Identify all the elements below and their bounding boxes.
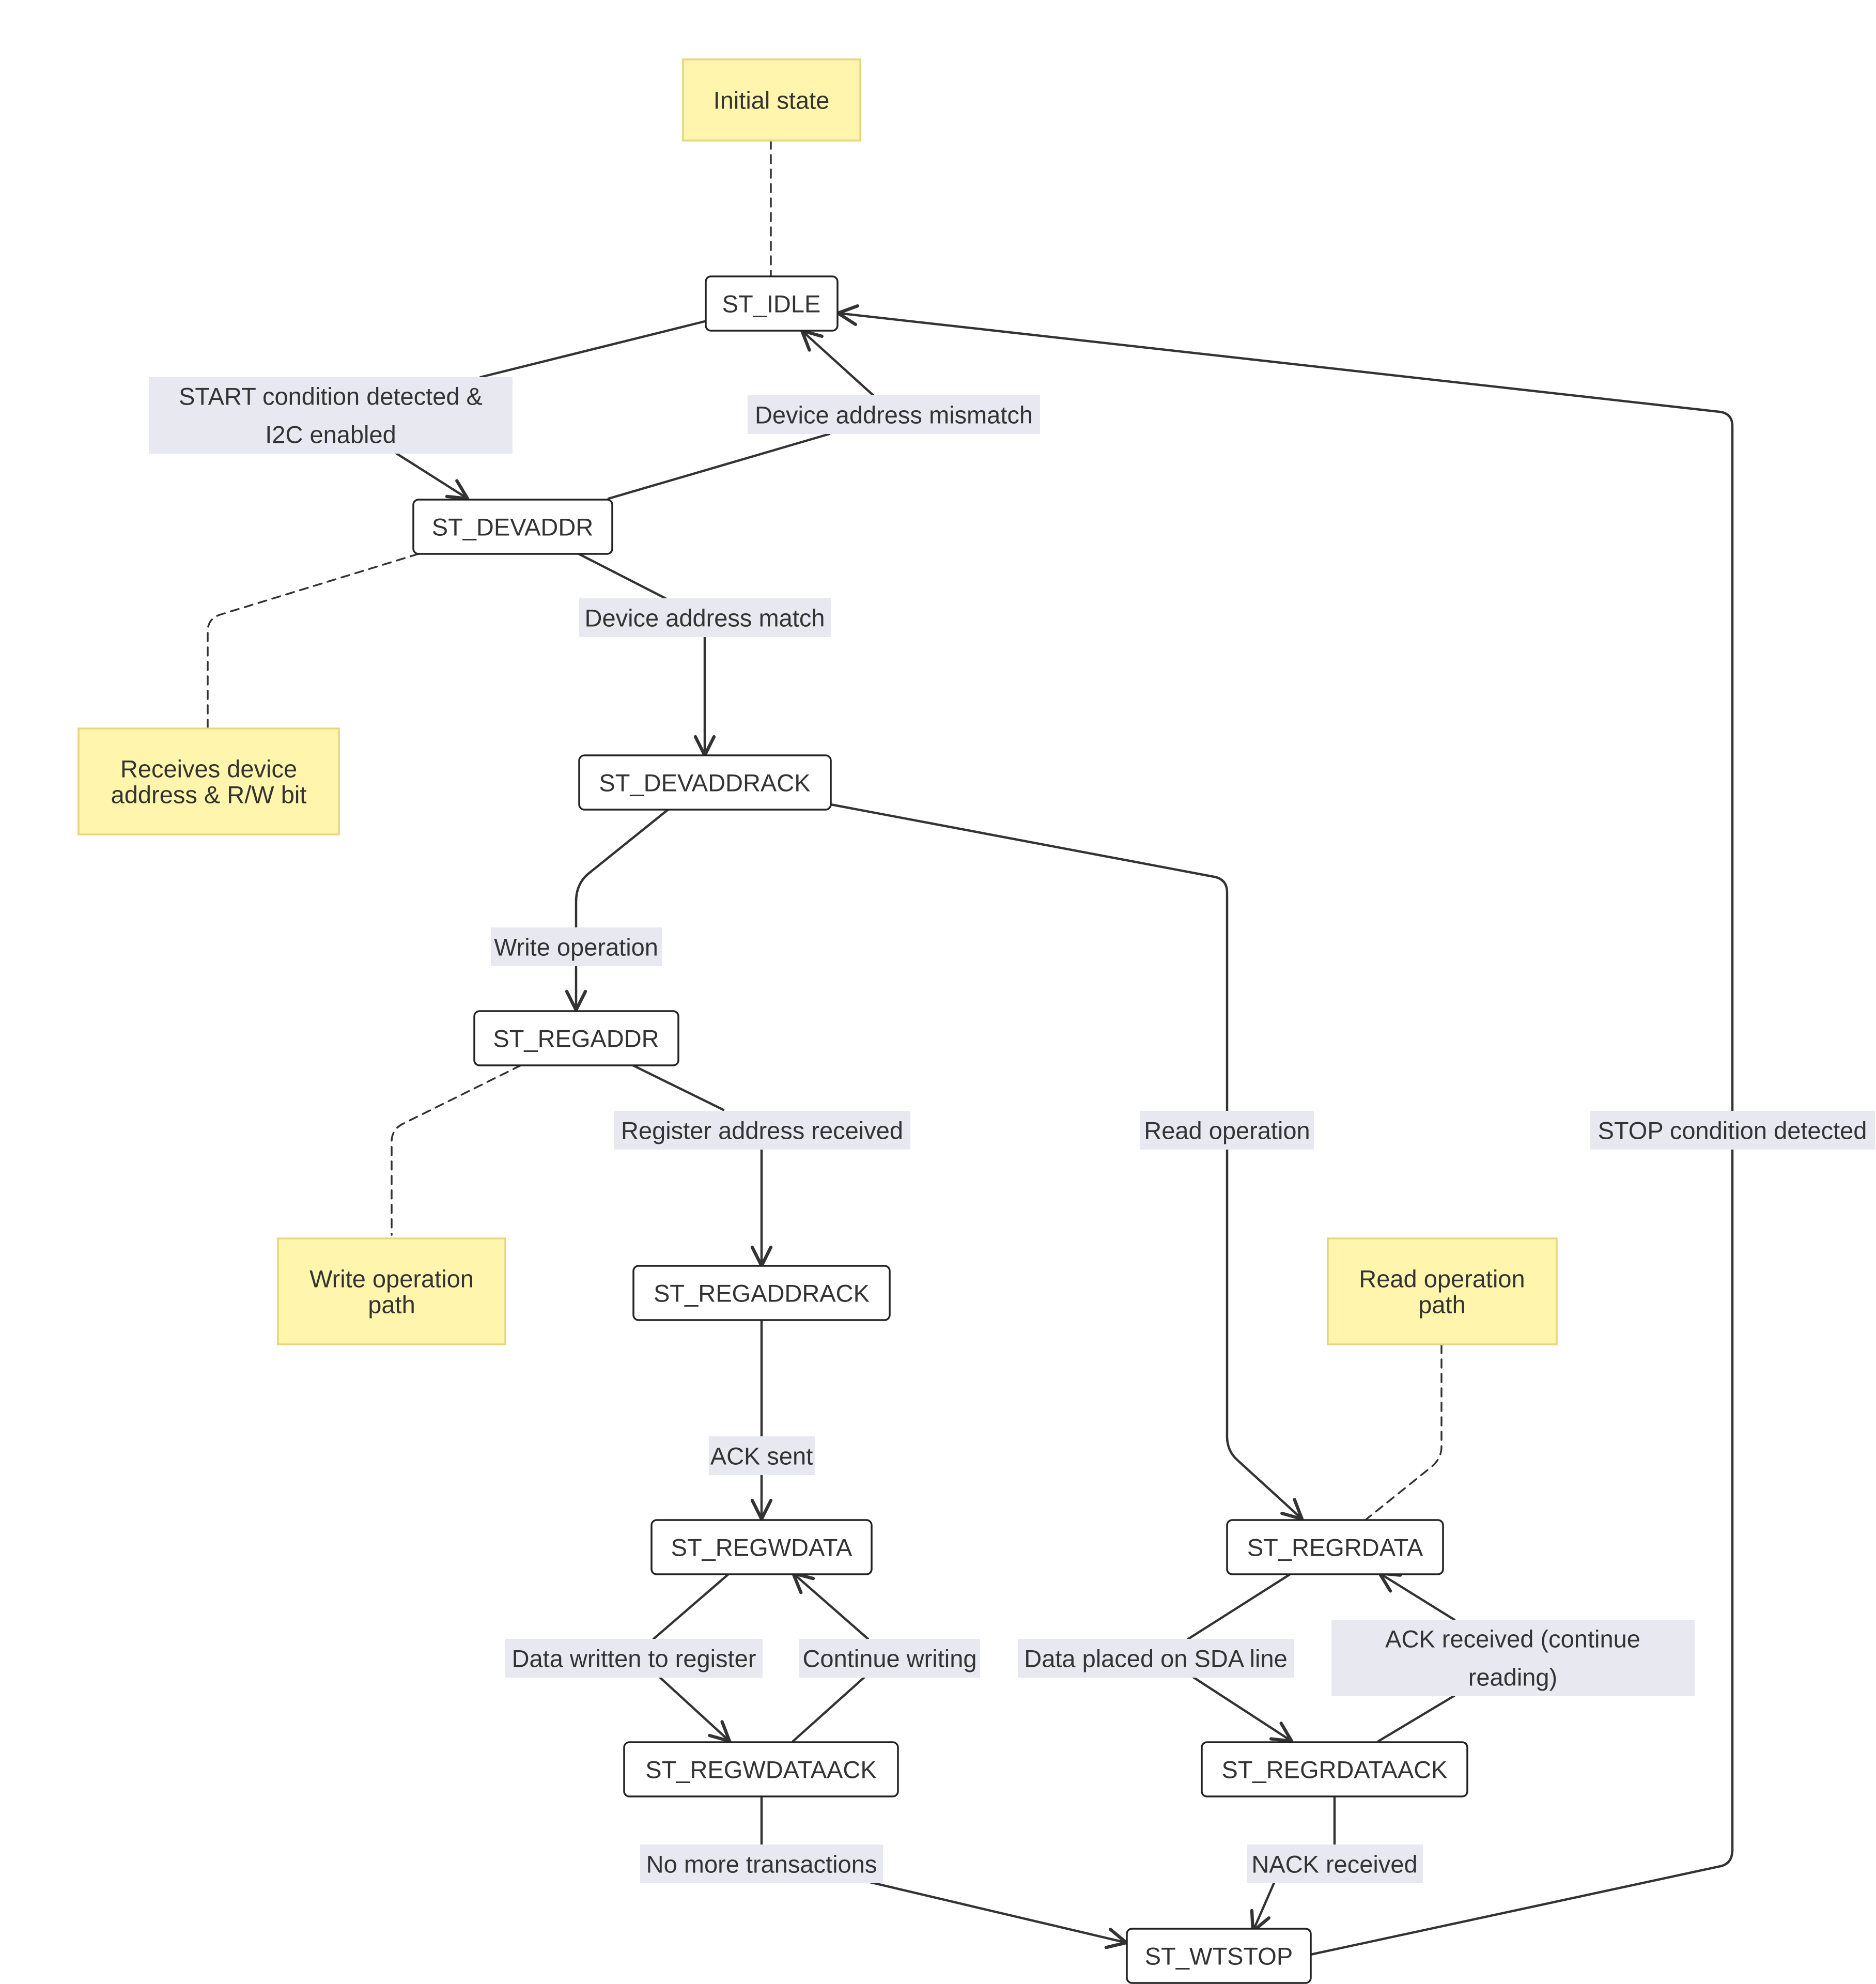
edge-no-more-transactions: [760, 1795, 1126, 1943]
edge-start-condition: [391, 320, 706, 499]
note-read-path-line-1: Read operation: [1359, 1265, 1525, 1293]
note-read-path-line-2: path: [1418, 1291, 1465, 1319]
note-read-path: Read operation path: [1327, 1237, 1558, 1345]
state-st-regrdataack[interactable]: ST_REGRDATAACK: [1201, 1741, 1468, 1797]
label-stop-condition: STOP condition detected: [1590, 1111, 1875, 1150]
label-no-more-transactions-text: No more transactions: [646, 1851, 877, 1878]
label-data-placed-sda: Data placed on SDA line: [1018, 1639, 1294, 1678]
label-ack-received-continue: ACK received (continue reading): [1331, 1620, 1695, 1696]
label-read-operation-text: Read operation: [1144, 1117, 1310, 1144]
edge-register-address-received: [631, 1064, 762, 1266]
note-devaddr: Receives device address & R/W bit: [77, 727, 340, 835]
edges-layer: [207, 140, 1734, 1956]
label-address-mismatch-text: Device address mismatch: [755, 401, 1033, 429]
note-link-devaddr: [207, 553, 420, 730]
label-address-mismatch: Device address mismatch: [748, 395, 1040, 434]
state-st-wtstop[interactable]: ST_WTSTOP: [1126, 1928, 1312, 1984]
state-st-regwdataack-label: ST_REGWDATAACK: [645, 1756, 876, 1784]
state-st-regaddr-label: ST_REGADDR: [493, 1025, 659, 1052]
label-nack-received: NACK received: [1247, 1845, 1423, 1883]
edge-data-placed-sda: [1187, 1572, 1292, 1741]
state-st-idle[interactable]: ST_IDLE: [705, 275, 839, 332]
label-address-match: Device address match: [579, 598, 831, 637]
note-devaddr-line-1: Receives device: [120, 755, 297, 783]
label-start-condition: START condition detected & I2C enabled: [149, 377, 513, 454]
state-st-idle-label: ST_IDLE: [722, 290, 821, 318]
label-ack-sent: ACK sent: [709, 1436, 815, 1475]
notes-layer: Initial state Receives device address & …: [77, 58, 1558, 1345]
note-devaddr-line-2: address & R/W bit: [111, 781, 307, 809]
note-initial-state-text: Initial state: [714, 87, 830, 114]
state-st-devaddrack[interactable]: ST_DEVADDRACK: [578, 754, 832, 811]
edge-ack-received-continue: [1378, 1573, 1456, 1743]
label-data-placed-sda-text: Data placed on SDA line: [1024, 1645, 1288, 1672]
note-link-write-path: [391, 1064, 522, 1236]
state-st-regwdata[interactable]: ST_REGWDATA: [650, 1519, 873, 1575]
state-st-devaddr[interactable]: ST_DEVADDR: [412, 499, 613, 555]
transition-labels-layer: START condition detected & I2C enabled D…: [149, 377, 1875, 1883]
edge-address-match: [577, 552, 705, 755]
state-st-regaddrack[interactable]: ST_REGADDRACK: [632, 1265, 891, 1321]
edge-read-operation: [829, 803, 1302, 1519]
note-initial-state: Initial state: [682, 58, 861, 142]
label-read-operation: Read operation: [1140, 1111, 1314, 1150]
label-address-match-text: Device address match: [585, 605, 825, 632]
edge-nack-received: [1253, 1795, 1336, 1931]
label-stop-condition-text: STOP condition detected: [1598, 1117, 1867, 1144]
state-st-regwdata-label: ST_REGWDATA: [671, 1534, 852, 1561]
label-ack-sent-text: ACK sent: [710, 1443, 813, 1470]
edge-stop-condition: [838, 313, 1734, 1956]
state-st-regaddrack-label: ST_REGADDRACK: [654, 1280, 870, 1307]
state-st-regaddr[interactable]: ST_REGADDR: [473, 1010, 679, 1066]
label-register-address-received-text: Register address received: [621, 1117, 903, 1144]
label-nack-received-text: NACK received: [1251, 1851, 1417, 1878]
note-write-path-line-1: Write operation: [309, 1265, 474, 1293]
label-write-operation: Write operation: [491, 927, 662, 966]
label-ack-received-line-1: ACK received (continue: [1385, 1625, 1640, 1653]
state-st-regwdataack[interactable]: ST_REGWDATAACK: [623, 1741, 899, 1797]
label-no-more-transactions: No more transactions: [640, 1845, 883, 1883]
state-st-wtstop-label: ST_WTSTOP: [1145, 1943, 1293, 1970]
note-link-read-path: [1366, 1344, 1443, 1520]
states-layer: ST_IDLE ST_DEVADDR ST_DEVADDRACK ST_REGA…: [412, 275, 1468, 1984]
label-ack-received-line-2: reading): [1468, 1664, 1557, 1691]
state-st-devaddrack-label: ST_DEVADDRACK: [599, 769, 810, 797]
label-data-written-text: Data written to register: [512, 1645, 756, 1672]
edge-data-written: [652, 1572, 730, 1741]
note-write-path: Write operation path: [277, 1237, 506, 1345]
edge-continue-writing: [793, 1573, 870, 1743]
label-start-condition-line-2: I2C enabled: [265, 421, 396, 448]
state-st-regrdata[interactable]: ST_REGRDATA: [1226, 1519, 1444, 1575]
state-st-regrdata-label: ST_REGRDATA: [1247, 1534, 1423, 1561]
state-st-devaddr-label: ST_DEVADDR: [432, 514, 594, 541]
edge-write-operation: [576, 808, 670, 1010]
label-continue-writing: Continue writing: [799, 1639, 980, 1678]
note-write-path-line-2: path: [368, 1291, 415, 1319]
label-start-condition-line-1: START condition detected &: [179, 383, 483, 410]
label-write-operation-text: Write operation: [494, 934, 658, 961]
label-data-written: Data written to register: [505, 1639, 763, 1678]
label-continue-writing-text: Continue writing: [802, 1645, 976, 1672]
state-st-regrdataack-label: ST_REGRDATAACK: [1222, 1756, 1448, 1784]
edge-address-mismatch: [607, 331, 875, 500]
label-register-address-received: Register address received: [614, 1111, 910, 1150]
